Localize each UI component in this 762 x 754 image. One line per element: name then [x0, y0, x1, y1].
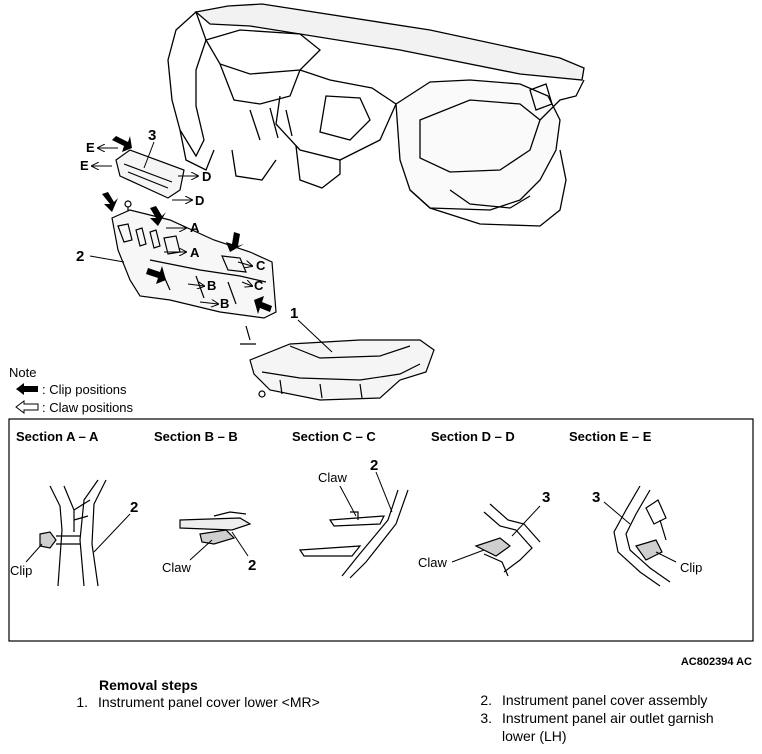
claw-arrow-icon — [15, 400, 39, 414]
section-a-clip-leader — [25, 543, 43, 563]
figure-code: AC802394 AC — [681, 656, 752, 668]
section-letter-a: A — [190, 245, 200, 260]
section-c-drawing — [298, 489, 409, 579]
section-e-part-label: 3 — [592, 489, 600, 506]
section-a-part-leader — [93, 513, 131, 553]
section-d-claw-label: Claw — [418, 555, 448, 570]
claw-positions-text: : Claw positions — [42, 400, 134, 415]
section-c-part-leader — [375, 471, 393, 513]
section-a-title: Section A – A — [16, 429, 99, 444]
clip-position-arrows — [102, 136, 272, 314]
section-d-part-leader — [511, 505, 541, 537]
step-text: Instrument panel air outlet garnish — [502, 710, 714, 726]
note-title: Note — [9, 365, 37, 380]
section-d-drawing — [474, 503, 541, 577]
removal-step-3-continued: lower (LH) — [466, 728, 567, 744]
section-letter-d: D — [195, 193, 204, 208]
section-b-drawing — [179, 511, 252, 545]
sections-box — [8, 418, 754, 642]
section-letter-d: D — [202, 169, 211, 184]
instrument-panel-drawing — [167, 3, 585, 227]
note-legend-icons — [15, 383, 39, 414]
removal-step-3: 3. Instrument panel air outlet garnish — [466, 710, 714, 726]
part-3-label: 3 — [148, 127, 156, 144]
part-2-label: 2 — [76, 248, 84, 265]
clip-positions-text: : Clip positions — [42, 382, 127, 397]
section-d-claw-leader — [451, 549, 485, 563]
section-e-clip-label: Clip — [680, 560, 702, 575]
part-2-cover-drawing — [111, 209, 277, 345]
section-b-part-label: 2 — [248, 557, 256, 574]
section-e-drawing — [613, 485, 671, 587]
section-b-claw-label: Claw — [162, 560, 192, 575]
section-letter-c: C — [256, 258, 266, 273]
section-c-claw-leader — [339, 485, 357, 517]
section-letter-c: C — [254, 278, 264, 293]
step-text: lower (LH) — [502, 728, 567, 744]
dashboard-exploded-figure: 3 2 1 E E D D A A B B C C — [8, 3, 754, 668]
section-b-part-leader — [231, 531, 249, 557]
section-e-title: Section E – E — [569, 429, 652, 444]
section-letter-e: E — [86, 140, 95, 155]
section-b-claw-leader — [189, 539, 213, 561]
part-3-garnish-drawing — [115, 149, 185, 214]
section-c-title: Section C – C — [292, 429, 376, 444]
section-cut-arrows — [92, 148, 252, 304]
step-text: Instrument panel cover lower <MR> — [98, 694, 320, 710]
step-number: 2. — [480, 692, 492, 708]
part-1-lower-cover-drawing — [249, 339, 435, 401]
clip-arrow-icon — [16, 383, 38, 395]
section-letter-b: B — [207, 278, 216, 293]
section-a-part-label: 2 — [130, 499, 138, 516]
step-text: Instrument panel cover assembly — [502, 692, 708, 708]
section-d-part-label: 3 — [542, 489, 550, 506]
part-leaders — [89, 141, 333, 353]
section-c-claw-label: Claw — [318, 470, 348, 485]
section-a-clip-label: Clip — [10, 563, 32, 578]
removal-step-1: 1. Instrument panel cover lower <MR> — [62, 694, 320, 710]
section-c-part-label: 2 — [370, 457, 378, 474]
section-d-title: Section D – D — [431, 429, 515, 444]
section-e-part-leader — [603, 501, 631, 525]
section-a-drawing — [39, 479, 107, 587]
section-letter-a: A — [190, 220, 200, 235]
section-e-clip-leader — [655, 551, 677, 563]
section-letter-b: B — [220, 296, 229, 311]
step-number: 1. — [76, 694, 88, 710]
section-b-title: Section B – B — [154, 429, 238, 444]
section-letter-e: E — [80, 158, 89, 173]
removal-steps-heading: Removal steps — [99, 677, 198, 693]
step-number: 3. — [480, 710, 492, 726]
part-1-label: 1 — [290, 305, 298, 322]
removal-step-2: 2. Instrument panel cover assembly — [466, 692, 707, 708]
